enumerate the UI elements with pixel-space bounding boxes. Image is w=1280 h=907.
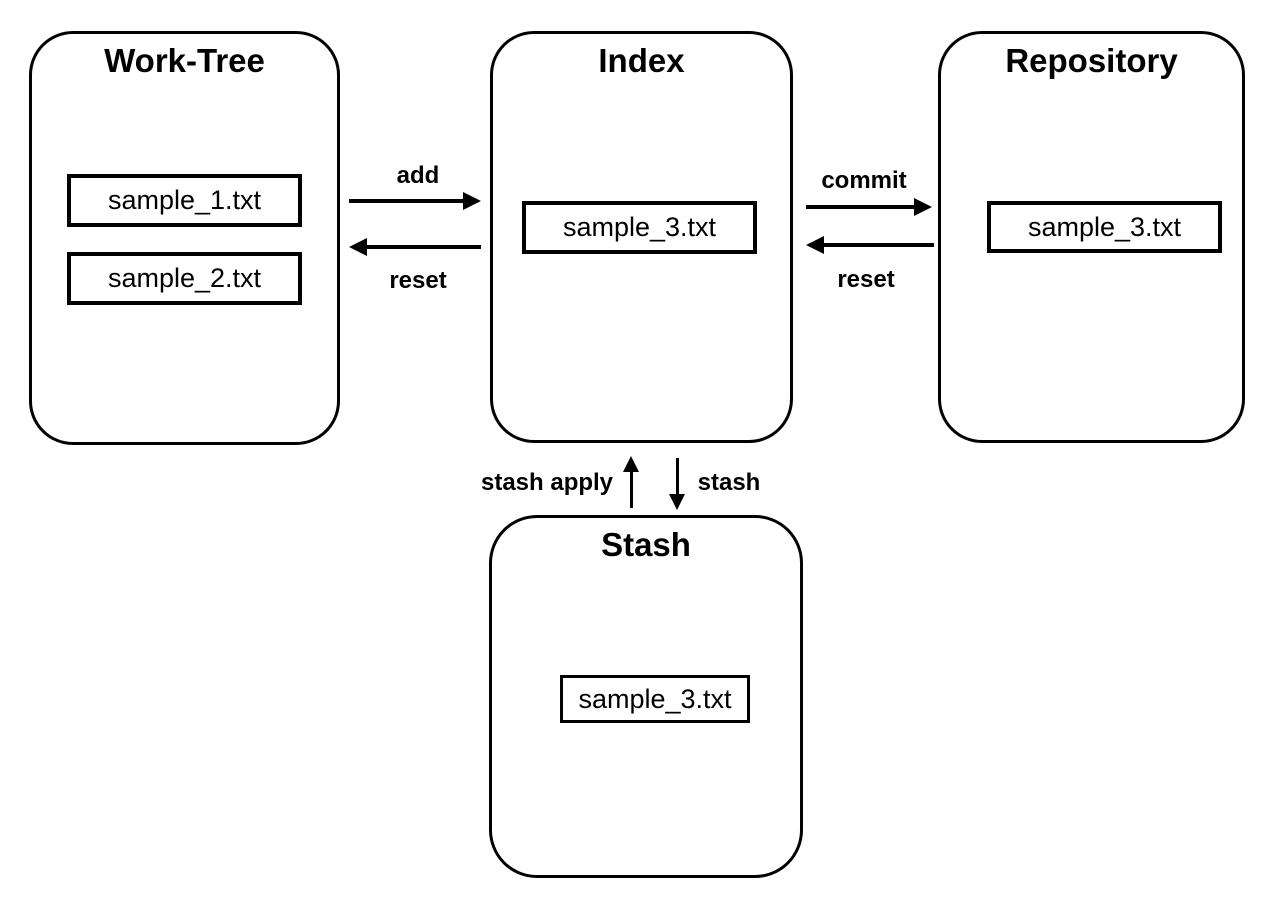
file-label-sample-1: sample_1.txt <box>107 185 262 215</box>
stash-arrow-label: stash <box>697 469 761 496</box>
file-box-sample-2: sample_2.txt <box>67 252 302 305</box>
stash-title: Stash <box>601 526 691 563</box>
file-label-index-sample-3: sample_3.txt <box>562 212 717 242</box>
work-tree-container: Work-Tree <box>29 31 340 445</box>
stash-apply-arrow-shaft <box>630 470 633 508</box>
reset-to-index-arrowhead-icon <box>806 236 824 254</box>
commit-arrow-shaft <box>806 205 914 209</box>
stash-arrowhead-icon <box>669 494 685 510</box>
commit-arrow-label: commit <box>821 167 907 194</box>
file-label-stash-sample-3: sample_3.txt <box>578 683 732 714</box>
commit-arrowhead-icon <box>914 198 932 216</box>
add-arrow-shaft <box>349 199 463 203</box>
file-label-repository-sample-3: sample_3.txt <box>1027 211 1182 242</box>
work-tree-title: Work-Tree <box>104 42 265 79</box>
reset-to-worktree-arrow-shaft <box>367 245 481 249</box>
stash-apply-arrow-label: stash apply <box>480 469 614 496</box>
file-box-stash-sample-3: sample_3.txt <box>560 675 750 723</box>
repository-title: Repository <box>1005 42 1178 79</box>
reset-to-worktree-arrowhead-icon <box>349 238 367 256</box>
reset-to-index-arrow-label: reset <box>837 266 895 293</box>
file-label-sample-2: sample_2.txt <box>107 263 262 293</box>
add-arrow-label: add <box>396 162 440 189</box>
file-box-repository-sample-3: sample_3.txt <box>987 201 1222 253</box>
stash-apply-arrowhead-icon <box>623 456 639 472</box>
index-title: Index <box>598 42 685 79</box>
stash-arrow-shaft <box>676 458 679 496</box>
reset-to-index-arrow-shaft <box>824 243 934 247</box>
add-arrowhead-icon <box>463 192 481 210</box>
file-box-index-sample-3: sample_3.txt <box>522 201 757 254</box>
reset-to-worktree-arrow-label: reset <box>389 267 447 294</box>
file-box-sample-1: sample_1.txt <box>67 174 302 227</box>
